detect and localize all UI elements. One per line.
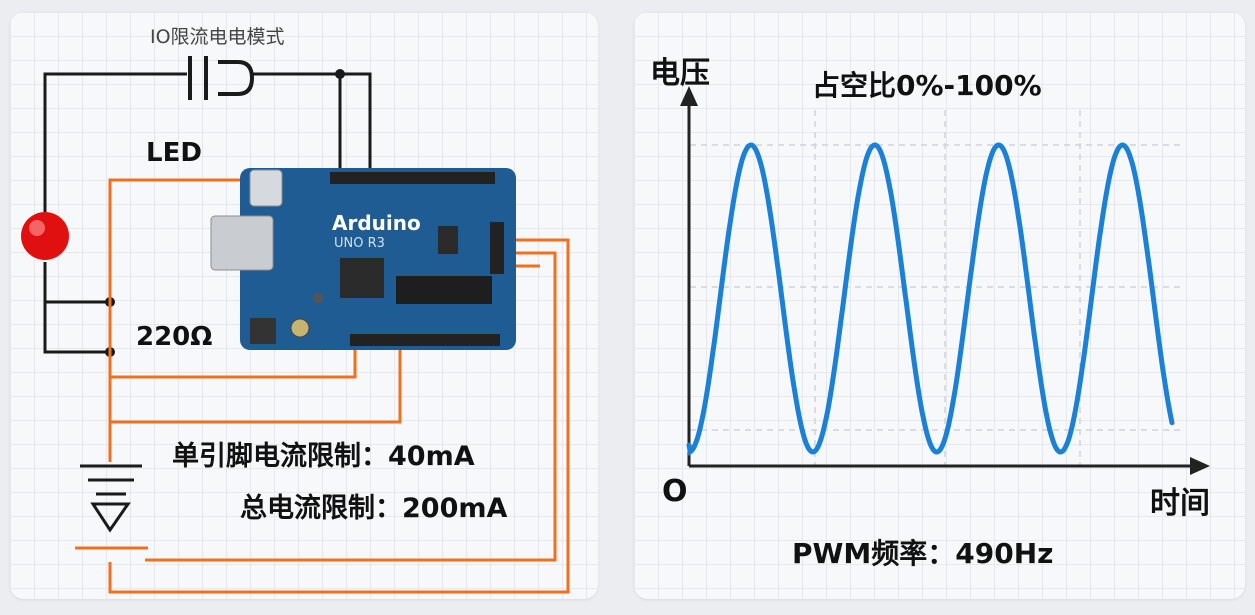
pwm-wave-line <box>686 142 1175 457</box>
led-bulb <box>21 212 69 260</box>
resistor-label: 220Ω <box>136 322 213 352</box>
origin-label: O <box>662 474 688 509</box>
board-label: Arduino <box>332 211 421 235</box>
led-label: LED <box>146 138 202 168</box>
board-sublabel: UNO R3 <box>334 236 385 251</box>
x-axis-label: 时间 <box>1150 486 1210 521</box>
capacitor-symbol <box>188 56 255 100</box>
circuit-diagram <box>21 56 570 594</box>
total-current-limit: 总电流限制：200mA <box>240 493 508 524</box>
circuit-title: IO限流电电模式 <box>150 26 285 48</box>
duty-cycle-label: 占空比0%-100% <box>812 69 1042 102</box>
ground-symbol <box>80 464 142 533</box>
pwm-frequency-label: PWM频率：490Hz <box>792 537 1054 570</box>
circuit-panel: IO限流电电模式 LED 220Ω Arduino UNO R3 单引脚电流限制… <box>10 12 598 599</box>
pin-current-limit: 单引脚电流限制：40mA <box>172 441 475 472</box>
y-axis-label: 电压 <box>650 56 710 91</box>
junction-dot <box>335 69 345 79</box>
dashed-gridlines <box>690 110 1185 465</box>
led-highlight <box>29 220 45 236</box>
pwm-waveform-chart <box>680 86 1210 475</box>
y-axis-arrow <box>680 86 698 106</box>
pwm-chart-panel: 电压 占空比0%-100% O 时间 PWM频率：490Hz <box>634 12 1245 599</box>
orange-wires <box>75 178 570 594</box>
x-axis-arrow <box>1190 457 1210 475</box>
arduino-board <box>210 168 516 350</box>
